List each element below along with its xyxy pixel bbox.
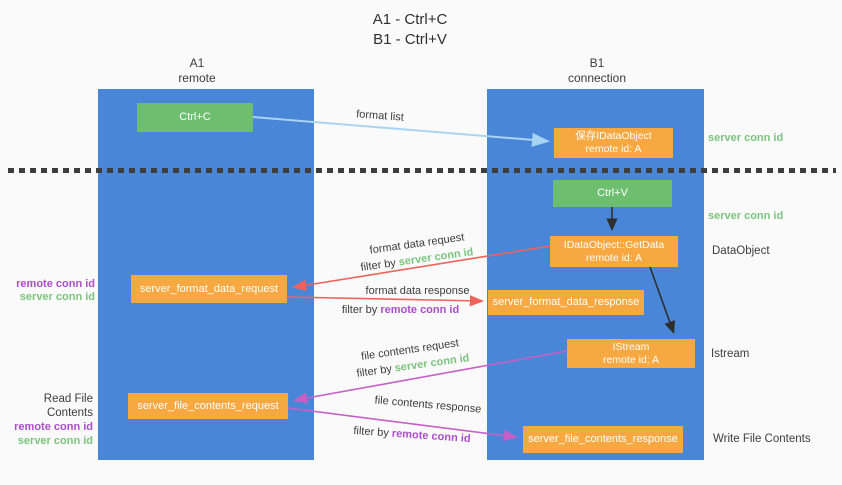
label-server-conn-id-top: server conn id [708, 132, 784, 144]
label-filter-by-remote-conn-id-2: filter by remote conn id [348, 425, 477, 446]
node-server-file-contents-response: server_file_contents_response [523, 426, 683, 453]
node-file-response-label: server_file_contents_response [528, 433, 678, 445]
node-format-request-label: server_format_data_request [139, 282, 279, 295]
filter-prefix-1: filter by [359, 256, 400, 274]
lane-a1-name: A1 [189, 56, 205, 70]
node-save-idataobject: 保存IDataObject remote id: A [554, 128, 673, 158]
node-getdata-line1: IDataObject::GetData [563, 238, 665, 251]
lane-b1-name: B1 [589, 56, 605, 70]
node-ctrl-v-label: Ctrl+V [597, 187, 628, 199]
label-write-file-contents: Write File Contents [713, 433, 811, 445]
left-labels-file: Read File Contents remote conn id server… [0, 392, 93, 448]
lane-a1-subtitle: remote [178, 71, 216, 85]
node-file-request-label: server_file_contents_request [137, 399, 279, 412]
lane-header-b1: B1 connection [537, 56, 657, 86]
node-ctrl-c-label: Ctrl+C [179, 111, 211, 123]
label-istream: Istream [711, 348, 750, 360]
title-line-b1: B1 - Ctrl+V [373, 31, 447, 48]
node-server-file-contents-request: server_file_contents_request [128, 393, 288, 419]
label-remote-conn-id-2: remote conn id [14, 421, 93, 433]
label-server-conn-id-mid: server conn id [708, 210, 784, 222]
label-format-list: format list [355, 108, 405, 124]
diagram-title: A1 - Ctrl+C B1 - Ctrl+V [330, 10, 490, 50]
label-dataobject: DataObject [712, 245, 770, 257]
filter-value-remote-1: remote conn id [380, 304, 460, 316]
left-labels-format: remote conn id server conn id [0, 278, 95, 304]
label-remote-conn-id-1: remote conn id [16, 278, 95, 290]
filter-value-remote-2: remote conn id [391, 427, 471, 446]
node-server-format-data-request: server_format_data_request [131, 275, 287, 303]
node-ctrl-v: Ctrl+V [553, 180, 672, 207]
arrow-format-data-response [286, 295, 485, 307]
label-server-conn-id-1: server conn id [19, 291, 95, 303]
label-read-file-contents: Read File Contents [43, 393, 93, 419]
label-server-conn-id-2: server conn id [17, 435, 93, 447]
label-format-data-response: format data response [365, 285, 470, 297]
filter-prefix-2: filter by [341, 304, 381, 316]
filter-prefix-4: filter by [353, 424, 393, 440]
node-ctrl-c: Ctrl+C [137, 103, 253, 132]
label-filter-by-remote-conn-id-1: filter by remote conn id [338, 304, 463, 316]
node-istream: IStream remote id: A [567, 339, 695, 368]
lane-b1-subtitle: connection [567, 71, 627, 85]
label-file-contents-response: file contents response [374, 394, 482, 416]
node-getdata-line2: remote id: A [585, 251, 643, 264]
node-istream-line2: remote id: A [602, 353, 660, 366]
filter-prefix-3: filter by [355, 362, 396, 380]
node-idataobject-getdata: IDataObject::GetData remote id: A [550, 236, 678, 267]
node-istream-line1: IStream [612, 340, 650, 353]
title-line-a1: A1 - Ctrl+C [372, 11, 448, 28]
dashed-separator [8, 168, 836, 173]
lane-header-a1: A1 remote [137, 56, 257, 86]
node-save-idataobject-line2: remote id: A [585, 143, 642, 155]
node-server-format-data-response: server_format_data_response [488, 290, 644, 315]
node-format-response-label: server_format_data_response [492, 296, 640, 308]
node-save-idataobject-line1: 保存IDataObject [575, 130, 652, 142]
